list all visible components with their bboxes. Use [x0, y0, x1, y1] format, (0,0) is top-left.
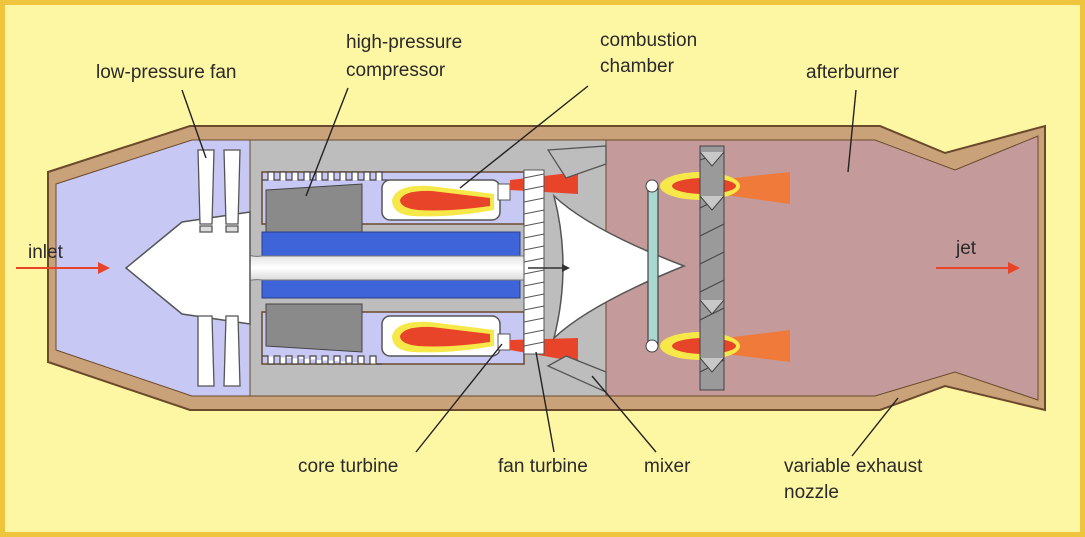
combustion-chamber-lower [381, 315, 501, 357]
hp-compressor-drum-lower [265, 303, 363, 353]
label-low-pressure-fan: low-pressure fan [96, 62, 236, 83]
jet-arrow [936, 262, 1020, 274]
label-fan-turbine: fan turbine [498, 456, 588, 477]
label-combustion-line1: combustion [600, 30, 697, 51]
label-mixer: mixer [644, 456, 691, 477]
combustion-chamber-upper [381, 179, 501, 221]
leader-lines [181, 85, 899, 457]
fuel-injector-upper [645, 179, 659, 193]
label-hp-compressor-line1: high-pressure [346, 32, 462, 53]
mixer-lower [546, 355, 607, 394]
flame-holder-ring [647, 185, 659, 347]
hp-compressor-blades-lower [262, 355, 382, 365]
mixer-upper [546, 145, 607, 179]
core-flow-arrow [528, 264, 570, 272]
hp-compressor-drum-upper [265, 183, 363, 233]
label-hp-compressor-line2: compressor [346, 60, 446, 81]
hp-compressor-blades-upper [262, 171, 388, 181]
label-core-turbine: core turbine [298, 456, 398, 477]
afterburner-liner [699, 145, 725, 391]
label-jet: jet [955, 238, 977, 259]
inlet-spinner [124, 211, 251, 325]
fuel-injector-lower [645, 339, 659, 353]
label-afterburner: afterburner [806, 62, 900, 83]
label-nozzle-line1: variable exhaust [784, 456, 923, 477]
low-pressure-fan-blades [197, 149, 241, 387]
core-turbine-upper [497, 183, 511, 201]
label-inlet: inlet [28, 242, 64, 263]
inlet-arrow [16, 262, 110, 274]
label-nozzle-line2: nozzle [784, 482, 839, 503]
label-combustion-line2: chamber [600, 56, 675, 77]
fan-turbine-blades [523, 169, 545, 355]
